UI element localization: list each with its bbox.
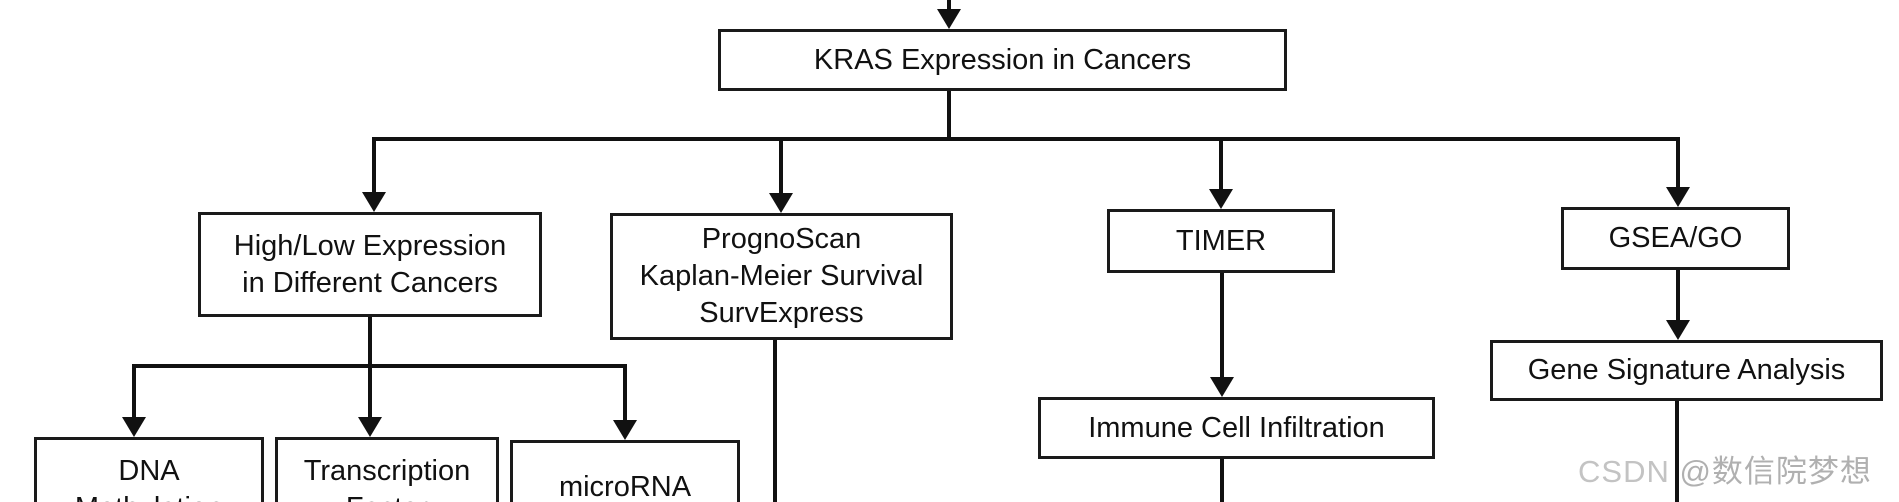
node-dna-methylation: DNA Methylation bbox=[34, 437, 264, 502]
connector-drop-gsea bbox=[1676, 137, 1680, 189]
arrow-down-icon bbox=[122, 417, 146, 437]
node-label-line1: PrognoScan bbox=[701, 223, 862, 255]
node-label-line1: DNA bbox=[118, 455, 180, 487]
connector-distributor-1 bbox=[372, 137, 1680, 141]
node-label-line3: SurvExpress bbox=[699, 297, 864, 329]
connector-timer-down bbox=[1220, 273, 1224, 380]
node-prognoscan-survival: PrognoScan Kaplan-Meier Survival SurvExp… bbox=[610, 213, 953, 340]
node-label-line2: in Different Cancers bbox=[242, 266, 498, 299]
connector-drop-timer bbox=[1219, 137, 1223, 191]
connector-highlow-down bbox=[368, 317, 372, 368]
connector-distributor-2 bbox=[132, 364, 627, 368]
node-label-line2: Methylation bbox=[75, 490, 223, 502]
arrow-down-icon bbox=[769, 193, 793, 213]
watermark-handle: @数信院梦想 bbox=[1679, 454, 1872, 489]
node-immune-infiltration: Immune Cell Infiltration bbox=[1038, 397, 1435, 459]
connector-drop-microrna bbox=[623, 364, 627, 422]
node-label: GSEA/GO bbox=[1608, 222, 1743, 254]
arrow-down-icon bbox=[1666, 320, 1690, 340]
node-kras-expression: KRAS Expression in Cancers bbox=[718, 29, 1287, 91]
connector-gsea-down bbox=[1676, 270, 1680, 322]
connector-drop-prognoscan bbox=[779, 137, 783, 195]
connector-drop-highlow bbox=[372, 137, 376, 194]
connector-prognoscan-down bbox=[773, 340, 777, 502]
node-label-line2: Kaplan-Meier Survival bbox=[639, 260, 924, 292]
arrow-down-icon bbox=[358, 417, 382, 437]
node-timer: TIMER bbox=[1107, 209, 1335, 273]
csdn-watermark: CSDN @数信院梦想 bbox=[1578, 446, 1872, 491]
arrow-down-icon bbox=[1209, 189, 1233, 209]
connector-drop-dna bbox=[132, 364, 136, 419]
node-label: microRNA bbox=[558, 471, 692, 502]
watermark-prefix: CSDN bbox=[1578, 454, 1680, 489]
node-label: Immune Cell Infiltration bbox=[1088, 411, 1385, 444]
node-label-line1: High/Low Expression bbox=[233, 229, 507, 262]
node-label-line1: Transcription bbox=[303, 455, 471, 487]
node-label: TIMER bbox=[1175, 224, 1267, 257]
connector-kras-down bbox=[947, 90, 951, 140]
node-microrna: microRNA bbox=[510, 440, 740, 502]
node-highlow-expression: High/Low Expression in Different Cancers bbox=[198, 212, 542, 317]
arrow-down-icon bbox=[613, 420, 637, 440]
arrow-down-icon bbox=[1666, 187, 1690, 207]
arrow-down-icon bbox=[1210, 377, 1234, 397]
node-transcription-factor: Transcription Factor bbox=[275, 437, 499, 502]
node-label: Gene Signature Analysis bbox=[1527, 354, 1846, 386]
node-label: KRAS Expression in Cancers bbox=[813, 43, 1192, 76]
arrow-down-icon bbox=[362, 192, 386, 212]
connector-immune-down bbox=[1220, 459, 1224, 502]
node-gsea-go: GSEA/GO bbox=[1561, 207, 1790, 270]
arrow-down-icon bbox=[937, 9, 961, 29]
connector-drop-transcription bbox=[368, 364, 372, 419]
node-gene-signature: Gene Signature Analysis bbox=[1490, 340, 1883, 401]
connector-top-entry bbox=[947, 0, 951, 11]
connector-genesig-down bbox=[1675, 401, 1679, 502]
node-label-line2: Factor bbox=[346, 490, 428, 502]
